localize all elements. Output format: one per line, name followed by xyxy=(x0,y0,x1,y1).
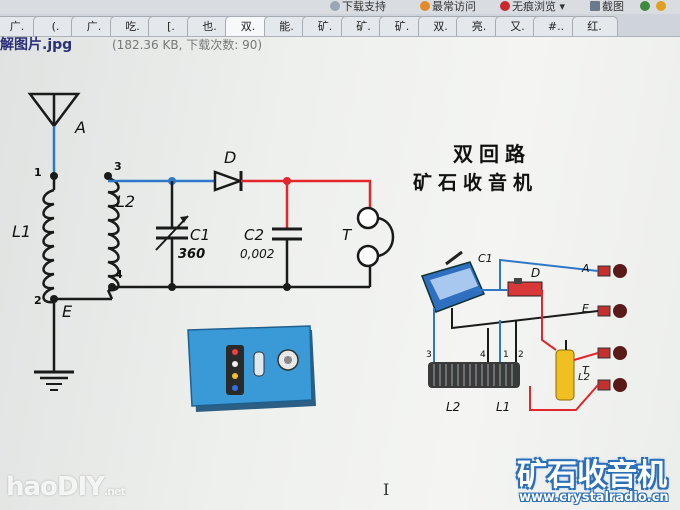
schematic-svg xyxy=(27,92,627,412)
file-meta: (182.36 KB, 下载次数: 90) xyxy=(112,38,263,52)
wire-phone1 xyxy=(573,352,599,361)
wiring-label-a: A xyxy=(582,262,590,275)
device-knob-center xyxy=(284,356,292,364)
radio-diagram: 双回路 矿石收音机 xyxy=(0,50,680,510)
label-c1-value: 360 xyxy=(178,247,206,262)
label-l2: L2 xyxy=(116,192,136,211)
wiring-label-node1: 1 xyxy=(503,350,509,360)
coil-l2 xyxy=(107,176,120,292)
yellow-icon xyxy=(655,1,666,11)
tab-bar: 广.(.广.吃.[.也.双.能.矿.矿.矿.双.亮.又.#..红. xyxy=(0,14,680,37)
device-jack-yellow xyxy=(232,373,238,379)
tab-14[interactable]: 又. xyxy=(494,16,541,36)
most-visited-link[interactable]: 最常访问 xyxy=(420,0,476,13)
screenshot-button[interactable]: 截图 xyxy=(590,0,624,13)
device-jack-red xyxy=(232,349,238,355)
file-name-link[interactable]: 解图片.jpg xyxy=(0,37,73,53)
schematic xyxy=(27,92,395,391)
node-3-dot xyxy=(104,172,112,180)
tab-10[interactable]: 矿. xyxy=(340,16,387,36)
c1-arrow-head xyxy=(180,216,188,223)
phone-band xyxy=(377,216,395,258)
green-icon xyxy=(640,1,650,11)
coil-l1 xyxy=(42,188,55,304)
private-icon xyxy=(500,1,510,11)
c1-variable-arrow xyxy=(155,215,189,251)
wiring-label-c1: C1 xyxy=(478,252,493,265)
label-l1: L1 xyxy=(12,222,32,241)
phone-bottom xyxy=(356,244,380,268)
download-support-link[interactable]: 下载支持 xyxy=(330,0,386,13)
device-panel xyxy=(226,345,244,395)
tab-16[interactable]: 红. xyxy=(571,16,618,36)
wiring-label-node2: 2 xyxy=(518,350,524,360)
wiring-label-l2-vertical: L2 xyxy=(578,372,590,383)
wiring-label-node4: 4 xyxy=(480,350,486,360)
label-ground: E xyxy=(62,302,73,321)
file-info-bar: 解图片.jpg (182.36 KB, 下载次数: 90) xyxy=(0,36,680,53)
label-node1: 1 xyxy=(34,166,42,179)
wire-antenna xyxy=(499,258,599,290)
diagram-title-line1: 双回路 xyxy=(453,142,531,166)
device-box xyxy=(187,325,313,407)
brand-title: 矿石收音机 xyxy=(517,458,667,493)
toolbar-icons[interactable] xyxy=(640,0,668,13)
wiring-label-t: T xyxy=(582,364,589,377)
wire-ground xyxy=(451,308,599,330)
text-cursor-icon: I xyxy=(383,480,390,499)
wiring-l2-coil xyxy=(428,362,520,388)
diode-triangle xyxy=(213,170,244,192)
label-c2: C2 xyxy=(244,226,265,244)
terminal-t1 xyxy=(597,347,611,359)
label-node4: 4 xyxy=(115,268,123,281)
tab-7[interactable]: 双. xyxy=(225,16,271,36)
haodiy-watermark: haoDIY.net xyxy=(6,472,126,502)
device-jack-blue xyxy=(232,385,238,391)
label-c2-value: 0,002 xyxy=(240,247,275,261)
browser-toolbar: 下载支持 最常访问 无痕浏览 ▾ 截图 xyxy=(0,0,680,15)
label-phones: T xyxy=(342,226,352,244)
wiring-label-e: E xyxy=(582,302,589,315)
device-detector xyxy=(253,351,265,377)
tab-3[interactable]: 广. xyxy=(71,16,117,36)
wiring-c1-shaft xyxy=(445,250,463,266)
label-node3: 3 xyxy=(114,160,122,173)
label-node2: 2 xyxy=(34,294,42,307)
label-diode: D xyxy=(224,148,237,167)
wiring-label-l2: L2 xyxy=(446,400,461,414)
detector-wire xyxy=(241,179,372,210)
private-browse-menu[interactable]: 无痕浏览 ▾ xyxy=(500,0,565,13)
terminal-t2 xyxy=(597,379,611,391)
tab-11[interactable]: 矿. xyxy=(379,16,425,36)
wiring-l2-vertical xyxy=(555,349,575,401)
device-jack-white xyxy=(232,361,238,367)
tab-9[interactable]: 矿. xyxy=(302,16,348,36)
wire-diode-out xyxy=(541,290,557,351)
device-picture xyxy=(187,325,316,412)
wiring-diode-clip xyxy=(514,278,522,284)
star-icon xyxy=(420,1,430,11)
wiring-label-node3: 3 xyxy=(426,350,432,360)
label-c1: C1 xyxy=(190,226,211,244)
terminal-e xyxy=(597,305,611,317)
label-antenna: A xyxy=(75,118,86,137)
wiring-c1-window xyxy=(430,268,478,300)
tab-13[interactable]: 亮. xyxy=(456,16,502,36)
wiring-diagram xyxy=(421,250,627,411)
wiring-diode xyxy=(507,281,543,297)
screenshot-icon xyxy=(590,1,600,11)
l2-bottom-lead xyxy=(106,289,114,300)
terminal-a xyxy=(597,265,611,277)
diagram-title-line2: 矿石收音机 xyxy=(413,172,539,194)
phone-top xyxy=(356,206,380,230)
brand-url: www.crystalradio.cn xyxy=(519,490,669,505)
wiring-label-l1: L1 xyxy=(496,400,511,414)
wire-phone2 xyxy=(529,384,599,411)
tab-6[interactable]: 也. xyxy=(186,16,233,36)
wiring-label-diode: D xyxy=(531,266,541,280)
download-icon xyxy=(330,1,340,11)
tab-15[interactable]: #.. xyxy=(533,16,579,36)
